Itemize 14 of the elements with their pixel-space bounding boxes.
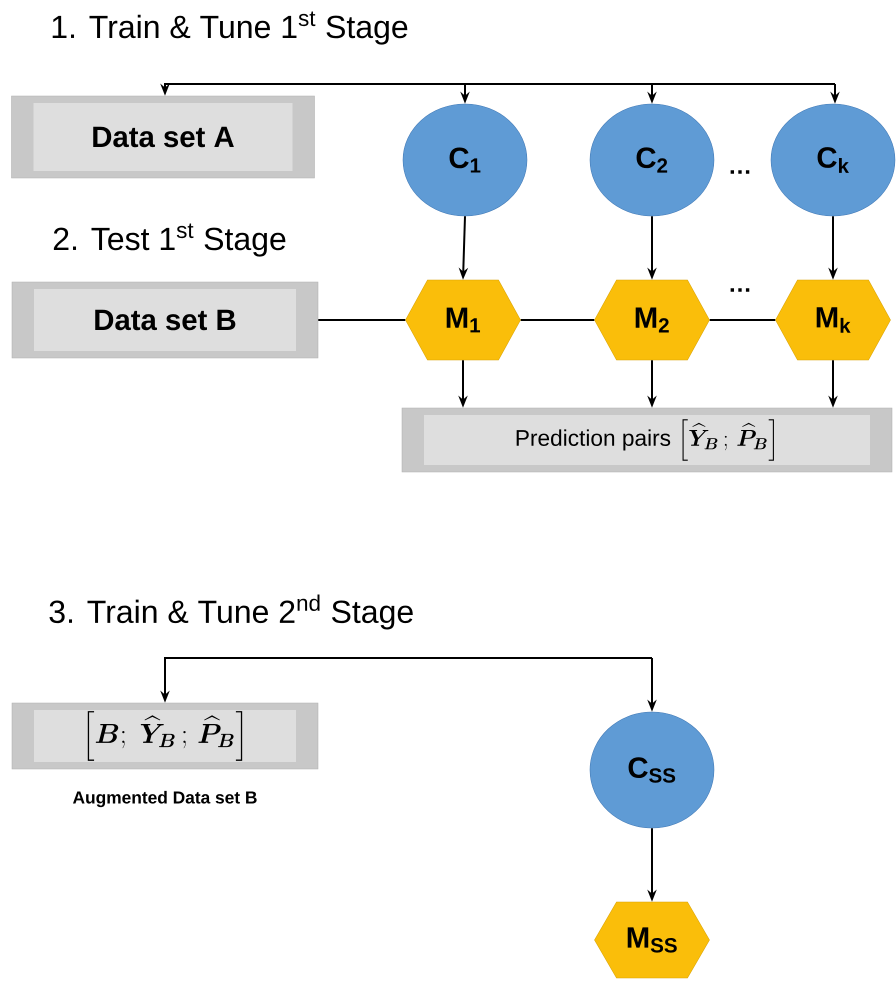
step-heading: 3. Train & Tune 2$^{nd}$ Stage (49, 594, 413, 630)
step-heading: 1. Train & Tune 1$^{st}$ Stage (52, 11, 408, 45)
ellipsis-text: … (730, 170, 750, 174)
model-hexagon: M$_{1}$ (405, 280, 521, 360)
data-box: Prediction pairs $\left[\boldsymbol{\widehat{Y}_{B}}\,;\,\boldsymbol{\widehat{P}_{B}}\right]$ (402, 408, 892, 472)
data-box: Data set B (12, 282, 318, 358)
caption-text: Augmented Data set B (72, 790, 257, 808)
model-hexagon: M$_{2}$ (594, 280, 710, 360)
model-hexagon: M$_{k}$ (775, 280, 891, 360)
data-box: $\left[\boldsymbol{B};\ \boldsymbol{\widehat{Y}_{B}}\,;\,\boldsymbol{\widehat{P}_{B}}\right]$ (12, 702, 318, 770)
step-heading: 2. Test 1$^{st}$ Stage (54, 223, 286, 257)
ellipsis-text: … (730, 288, 750, 292)
data-box: Data set A (11, 96, 315, 178)
model-hexagon: M$_{SS}$ (594, 902, 710, 978)
